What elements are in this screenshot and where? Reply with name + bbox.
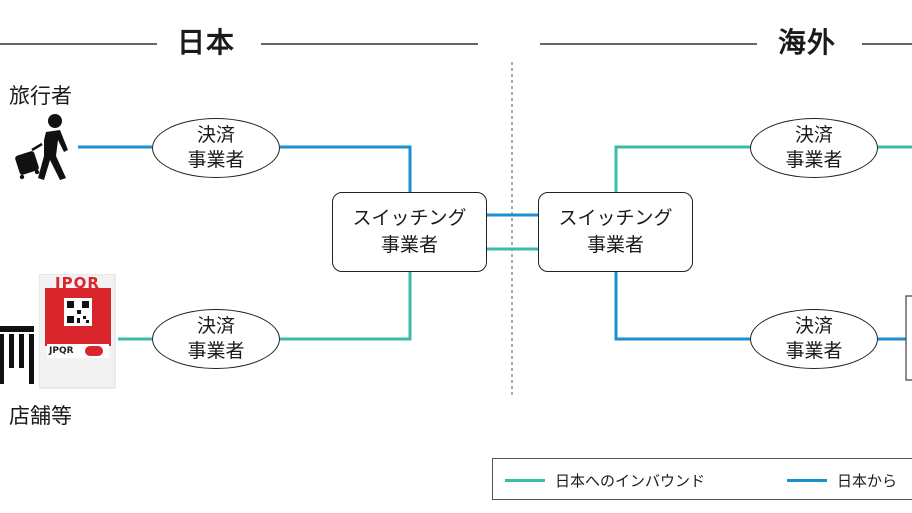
legend: 日本へのインバウンド 日本から (492, 458, 912, 500)
store-label: 店舗等 (9, 404, 72, 428)
legend-outbound-label: 日本から (837, 472, 898, 490)
traveler-label: 旅行者 (9, 84, 72, 108)
payment-provider-line2: 事業者 (187, 340, 245, 362)
payment-provider-japan-lower: 決済 事業者 (152, 309, 280, 369)
walking-traveler-icon (15, 114, 68, 180)
jpqr-badge: JPQR JPQR (39, 274, 117, 390)
switching-provider-line1: スイッチング (558, 207, 673, 230)
payment-provider-line1: 決済 (196, 315, 235, 338)
outbound-line-overseas-lower (614, 272, 752, 341)
switching-provider-japan: スイッチング 事業者 (332, 192, 487, 272)
payment-provider-japan-upper: 決済 事業者 (152, 118, 280, 178)
payment-provider-line1: 決済 (196, 124, 235, 147)
outbound-line-payment-to-switch (280, 145, 412, 192)
inbound-line-overseas-upper (614, 145, 752, 192)
payment-provider-line2: 事業者 (785, 340, 843, 362)
inbound-line-payment-to-switch (280, 272, 412, 341)
jpqr-sticker-graphic (39, 274, 116, 389)
jpqr-brand-text: JPQR (55, 274, 100, 292)
payment-provider-line1: 決済 (794, 315, 833, 338)
payment-provider-overseas-upper: 決済 事業者 (750, 118, 878, 178)
legend-outbound-swatch (787, 479, 827, 482)
legend-inbound-swatch (505, 479, 545, 482)
header-overseas: 海外 (778, 26, 837, 59)
payment-provider-line2: 事業者 (785, 149, 843, 171)
storefront-icon (0, 326, 34, 384)
jpqr-footer-text: JPQR (49, 346, 74, 356)
switching-provider-line1: スイッチング (352, 207, 467, 230)
legend-inbound-label: 日本へのインバウンド (555, 472, 706, 490)
payment-provider-line2: 事業者 (187, 149, 245, 171)
overseas-store-box-partial (905, 295, 912, 381)
switching-provider-line2: 事業者 (586, 234, 644, 256)
payment-provider-overseas-lower: 決済 事業者 (750, 309, 878, 369)
payment-provider-line1: 決済 (794, 124, 833, 147)
switching-provider-overseas: スイッチング 事業者 (538, 192, 693, 272)
switching-provider-line2: 事業者 (380, 234, 438, 256)
header-japan: 日本 (177, 26, 236, 59)
